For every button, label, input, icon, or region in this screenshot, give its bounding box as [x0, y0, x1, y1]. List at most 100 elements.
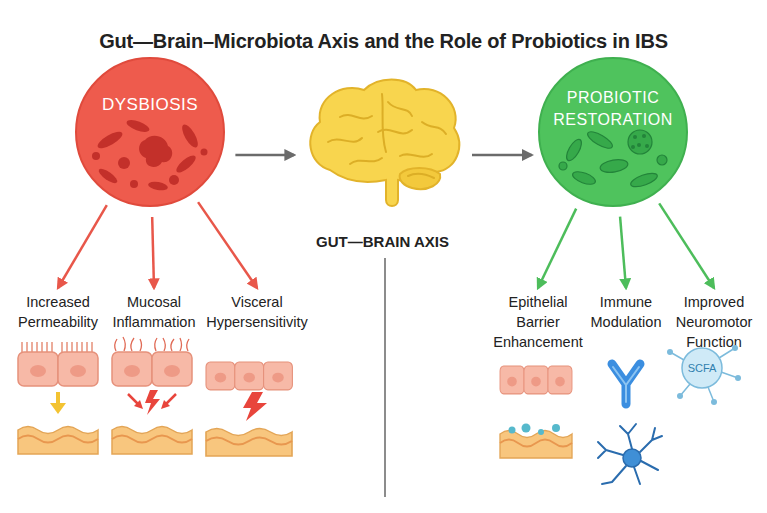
node-label: Mucosal Inflammation: [110, 292, 198, 332]
epithelial-cell: [548, 366, 572, 394]
outcome-panel: Visceral Hypersensitivity: [198, 292, 316, 482]
connector-arrow: [58, 205, 107, 288]
connector-arrow: [152, 217, 154, 288]
inflammation-arrow: [165, 394, 176, 405]
inflammation-illustration: [112, 337, 192, 454]
connector-arrow: [198, 202, 257, 288]
cluster-dots: [631, 134, 649, 149]
node-label: Visceral Hypersensitivity: [198, 292, 316, 332]
cluster-dot: [645, 144, 649, 148]
epithelial-cell: [18, 352, 58, 386]
outcome-panel: Mucosal Inflammation: [110, 292, 198, 482]
circle-outline: [538, 57, 688, 207]
node-text-box: Mucosal Inflammation: [110, 292, 198, 332]
bacterium-coccus: [201, 149, 208, 156]
metabolite-dot: [538, 429, 544, 435]
branch-end: [735, 375, 741, 381]
bacterium-rod: [179, 122, 201, 150]
tissue-wrap: [500, 431, 572, 459]
antibody-symbol: [612, 364, 640, 404]
epithelial-cell: [524, 366, 548, 394]
dysbiotic-bacteria: [92, 118, 208, 192]
connector-arrow: [235, 154, 294, 157]
bacterium-rod: [125, 118, 151, 135]
brain-node: GUT—BRAIN AXIS: [300, 72, 465, 257]
metabolite-dot: [552, 424, 560, 432]
hypersensitivity-illustration: [206, 362, 292, 456]
node-label: GUT—BRAIN AXIS: [300, 232, 465, 253]
bacterium-rod: [571, 169, 597, 187]
connector-arrow: [538, 209, 576, 288]
node-text-box: GUT—BRAIN AXIS: [300, 232, 465, 253]
node-label: Improved Neuromotor Function: [668, 292, 760, 352]
epithelial-cell: [264, 362, 293, 390]
cell-hairs: [115, 337, 189, 351]
bacterium-coccus: [657, 155, 667, 165]
bacterium-rod: [599, 158, 629, 175]
lightning-bolt: [243, 392, 267, 421]
branch-end: [667, 349, 673, 355]
scfa-branches: [670, 348, 738, 402]
branch-end: [677, 393, 683, 399]
permeability-illustration: [18, 342, 98, 454]
bacterium-cluster: [628, 130, 652, 154]
branch-end: [732, 345, 738, 351]
bacterium-coccus: [118, 157, 130, 169]
node-text-box: Improved Neuromotor Function: [668, 292, 760, 352]
diagram-title: Gut—Brain–Microbiota Axis and the Role o…: [0, 30, 767, 53]
scfa-illustration: [667, 345, 741, 405]
epithelial-cell: [112, 352, 152, 386]
circle-shape: [76, 58, 224, 206]
node-text-box: DYSBIOSIS: [85, 93, 215, 116]
molecule-label: SCFA: [682, 361, 722, 375]
epithelial-cell: [152, 352, 192, 386]
inflammation-arrow: [128, 394, 139, 405]
node-text-box: Visceral Hypersensitivity: [198, 292, 316, 332]
circle-shape: [539, 58, 687, 206]
mucosa-tissue: [112, 427, 192, 455]
outcome-panel: Increased Permeability: [8, 292, 108, 482]
cluster-dot: [642, 134, 646, 138]
brain-folds: [328, 94, 446, 178]
node-text-box: PROBIOTIC RESTORATION: [548, 87, 678, 131]
bacterium-coccus: [559, 162, 567, 170]
scfa-molecule: [682, 348, 722, 388]
divider-line: [384, 258, 386, 497]
connector-arrow: [472, 154, 532, 157]
leak-arrow-shaft: [56, 392, 60, 405]
leak-arrow-head: [50, 403, 66, 414]
epithelial-cell: [58, 352, 98, 386]
connector-arrow: [620, 217, 626, 288]
neuron-dendrites: [598, 424, 662, 484]
outcome-panel: Epithelial Barrier Enhancement: [488, 292, 588, 482]
bacterium-rod: [174, 153, 198, 175]
mucosa-tissue: [206, 429, 292, 457]
branch-end: [711, 399, 717, 405]
barrier-illustration: [500, 366, 572, 458]
brain-shape: [310, 80, 459, 207]
antibody-highlight: [613, 367, 639, 402]
probiotic-bacteria: [559, 129, 667, 190]
node-label: Immune Modulation: [586, 292, 666, 332]
cell-row: [500, 366, 572, 394]
outcome-panel: Immune Modulation: [586, 292, 666, 482]
metabolite-dot: [509, 427, 516, 434]
epithelial-cell: [500, 366, 524, 394]
neuron-body: [623, 449, 641, 467]
epithelial-cell: [206, 362, 235, 390]
bacterium-blob: [139, 136, 172, 167]
dysbiosis-circle: DYSBIOSIS: [75, 57, 225, 207]
bacterium-rod: [147, 180, 168, 191]
bacterium-coccus: [130, 180, 138, 188]
bacterium-rod: [97, 166, 120, 185]
cluster-dot: [631, 145, 635, 149]
immune-illustration: [598, 364, 662, 484]
node-label: PROBIOTIC RESTORATION: [548, 87, 678, 131]
node-label: DYSBIOSIS: [85, 93, 215, 116]
bacterium-rod: [585, 129, 614, 152]
node-label: Increased Permeability: [8, 292, 108, 332]
node-text-box: Immune Modulation: [586, 292, 666, 332]
bacterium-rod: [629, 171, 659, 190]
